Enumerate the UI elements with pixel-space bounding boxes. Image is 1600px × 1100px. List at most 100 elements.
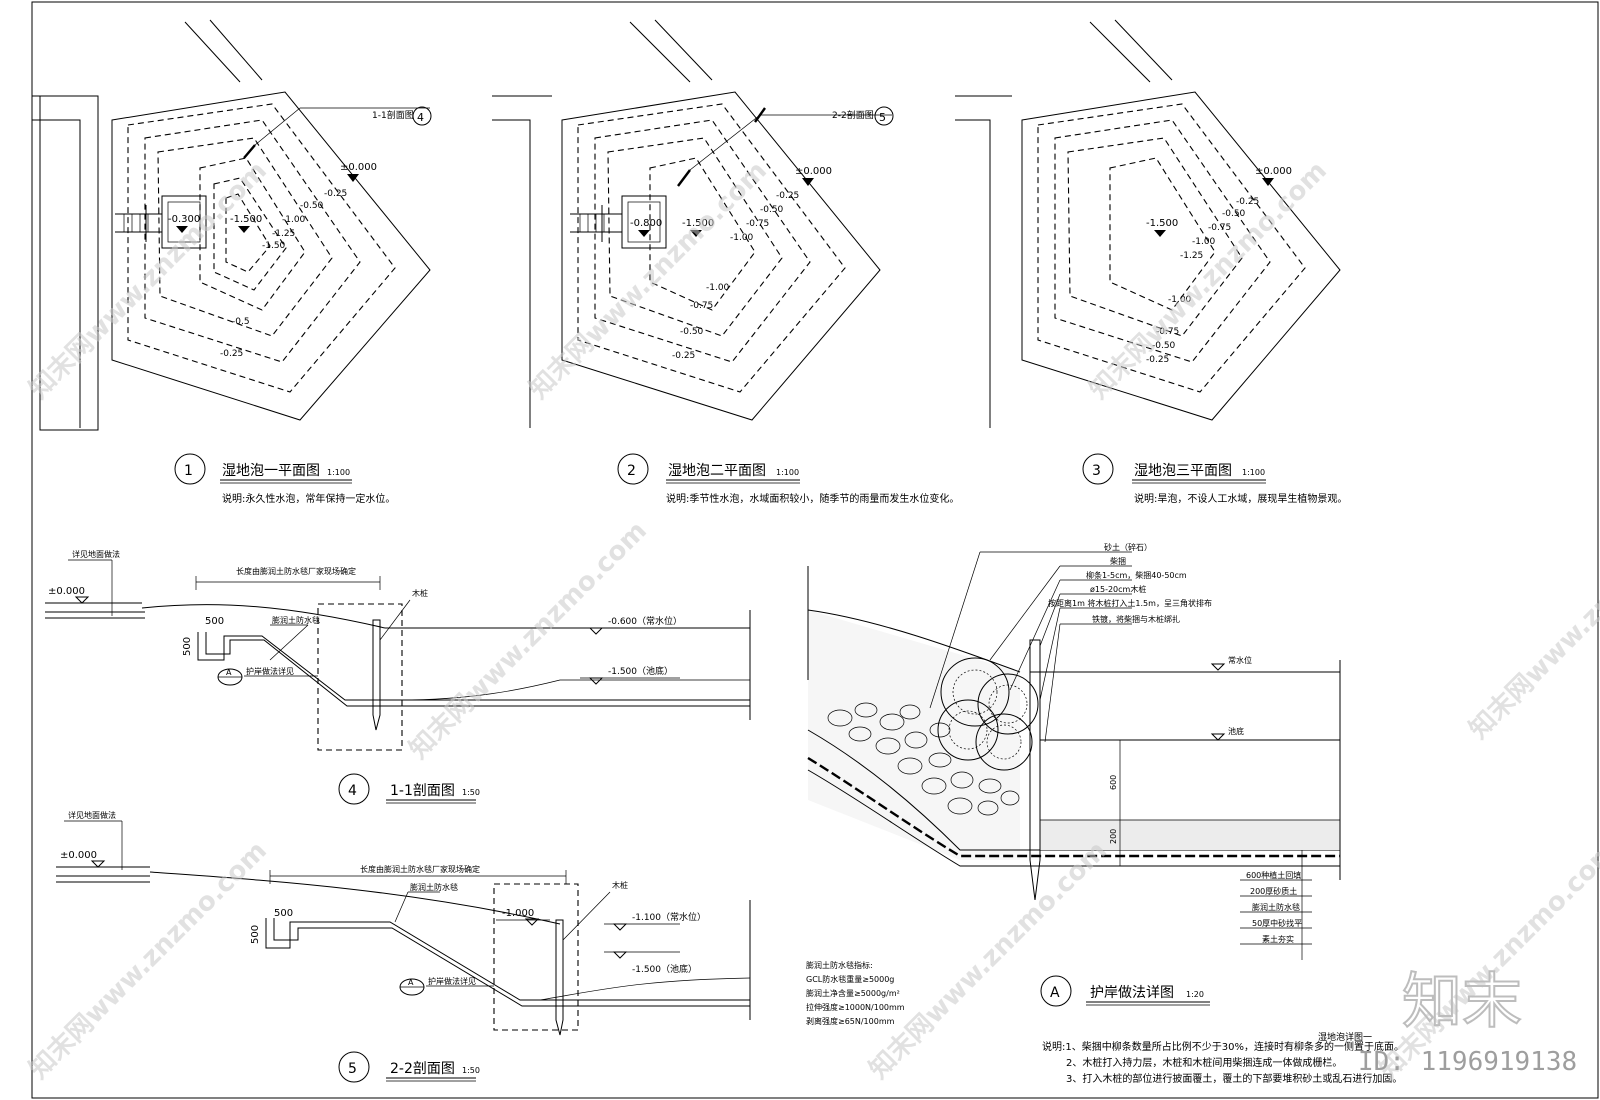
plan1-section-tag: 1-1剖面图 — [372, 109, 414, 121]
detail-spec-title: 膨润土防水毯指标: — [806, 960, 873, 970]
s2-water-level: -1.100（常水位） — [632, 911, 706, 923]
s2-dim-width: 500 — [274, 908, 293, 919]
s2-mid-level: -1.000 — [502, 908, 534, 919]
s2-bottom-level: -1.500（池底） — [632, 963, 697, 975]
detail-layer-1: 600种植土回填 — [1246, 870, 1301, 880]
plan3-center-level: -1.500 — [1146, 218, 1178, 229]
plan1-top-level: ±0.000 — [340, 162, 377, 173]
brand-id: ID: 1196919138 — [1358, 1047, 1577, 1077]
plan2-top-level: ±0.000 — [795, 166, 832, 177]
watermark-2: 知末网www.znzmo.com — [524, 156, 773, 405]
watermark-3: 知末网www.znzmo.com — [1084, 156, 1333, 405]
brand-logo: 知末 — [1402, 967, 1522, 1037]
detail-dim-200: 200 — [1109, 829, 1118, 844]
plan3-top-level: ±0.000 — [1255, 166, 1292, 177]
plan2-contour-4: -1.00 — [730, 233, 754, 243]
level-marker-icon — [1154, 230, 1166, 237]
s2-stake: 木桩 — [612, 880, 628, 890]
plan2-contour-8: -0.25 — [672, 351, 695, 361]
level-marker-icon — [176, 226, 188, 233]
plan2-contour-6: -0.75 — [690, 301, 713, 311]
plan3-contour-1: -0.25 — [1236, 197, 1259, 207]
plan1-scale: 1:100 — [327, 468, 350, 477]
plan1-contour-3: -1.00 — [282, 215, 306, 225]
detail-spec-4: 剥离强度≥65N/100mm — [806, 1016, 895, 1026]
s2-title: 2-2剖面图 — [390, 1061, 455, 1077]
level-marker-icon — [347, 174, 359, 182]
detail-spec-1: GCL防水毯重量≥5000g — [806, 974, 894, 984]
detail-label-2: 柴捆 — [1110, 556, 1126, 566]
riprap-stones — [827, 702, 1020, 816]
plan2-title: 湿地泡二平面图 — [668, 463, 766, 479]
plan1-section-number: 4 — [417, 111, 424, 124]
plan2-contour-5: -1.00 — [706, 283, 730, 293]
plan1-note: 说明:永久性水泡，常年保持一定水位。 — [222, 492, 395, 505]
level-marker-icon — [1262, 178, 1274, 186]
detail-scale: 1:20 — [1186, 990, 1204, 999]
level-marker-icon — [638, 230, 650, 237]
s1-dim-width: 500 — [205, 616, 224, 627]
s1-detail-note: 护岸做法详见 — [246, 666, 294, 676]
plan3-contour-3: -0.75 — [1208, 223, 1231, 233]
detail-bottom-label: 池底 — [1228, 726, 1244, 736]
s2-detail-ref: A — [408, 978, 414, 987]
plan-2: 2-2剖面图 5 ±0.000 -0.800 -1.500 -0.25 -0.5… — [492, 19, 959, 505]
plan1-outlet-level: -0.300 — [168, 214, 200, 225]
s1-liner: 膨润土防水毯 — [272, 615, 320, 625]
plan2-note: 说明:季节性水泡，水域面积较小，随季节的雨量而发生水位变化。 — [666, 492, 959, 505]
detail-note-1: 说明:1、柴捆中柳条数量所占比例不少于30%，连接时有柳条多的一侧置于底面。 — [1042, 1040, 1404, 1053]
s2-length-note: 长度由膨润土防水毯厂家现场确定 — [360, 864, 480, 874]
section-2-2: 详见地面做法 ±0.000 长度由膨润土防水毯厂家现场确定 500 500 膨润… — [56, 810, 751, 1083]
fascine-bundles — [937, 657, 1039, 771]
s2-number: 5 — [348, 1061, 357, 1077]
plan3-note: 说明:旱泡，不设人工水域，展现旱生植物景观。 — [1134, 492, 1347, 505]
detail-title: 护岸做法详图 — [1090, 985, 1174, 1001]
plan3-contour-5: -1.25 — [1180, 251, 1203, 261]
watermark-8: 知末网www.znzmo.com — [1464, 496, 1600, 745]
s2-dim-height: 500 — [250, 925, 261, 944]
s2-ground-level: ±0.000 — [60, 850, 97, 861]
detail-label-3: 柳条1-5cm，柴捆40-50cm — [1086, 570, 1187, 580]
plan2-center-level: -1.500 — [682, 218, 714, 229]
detail-note-2: 2、木桩打入持力层，木桩和木桩间用柴捆连成一体做成栅栏。 — [1066, 1056, 1342, 1069]
plan1-contour-6: -0.5 — [232, 317, 250, 327]
plan2-contour-1: -0.25 — [776, 191, 799, 201]
level-marker-icon — [238, 226, 250, 233]
detail-layer-5: 素土夯实 — [1262, 934, 1294, 944]
section-1-1: 详见地面做法 ±0.000 长度由膨润土防水毯厂家现场确定 500 500 膨润… — [45, 549, 751, 805]
detail-layer-2: 200厚砂质土 — [1250, 886, 1297, 896]
plan3-title: 湿地泡三平面图 — [1134, 463, 1232, 479]
detail-label-1: 砂土（碎石） — [1104, 542, 1152, 552]
plan2-number: 2 — [627, 463, 636, 479]
plan-3: ±0.000 -1.500 -0.25 -0.50 -0.75 -1.00 -1… — [955, 19, 1347, 505]
s2-scale: 1:50 — [462, 1066, 480, 1075]
plan1-title: 湿地泡一平面图 — [222, 463, 320, 479]
s1-stake: 木桩 — [412, 588, 428, 598]
plan1-number: 1 — [184, 463, 193, 479]
plan2-section-number: 5 — [879, 111, 886, 124]
s2-detail-note: 护岸做法详见 — [428, 976, 476, 986]
level-marker-icon — [802, 178, 814, 186]
detail-note-3: 3、打入木桩的部位进行披面覆土，覆土的下部要堆积砂土或乱石进行加固。 — [1066, 1072, 1402, 1085]
detail-label-6: 铁镀，将柴捆与木桩绑扎 — [1092, 614, 1180, 624]
detail-a: 砂土（碎石） 柴捆 柳条1-5cm，柴捆40-50cm ø15-20cm木桩 按… — [806, 542, 1404, 1085]
plan-1: 1-1剖面图 4 ±0.000 -0.300 -1.500 -0.25 -0.5… — [32, 19, 432, 505]
plan1-contour-7: -0.25 — [220, 349, 243, 359]
plan3-contour-9: -0.25 — [1146, 355, 1169, 365]
s1-bottom-level: -1.500（池底） — [608, 665, 673, 677]
plan1-contour-1: -0.25 — [324, 189, 347, 199]
plan2-contour-2: -0.50 — [760, 205, 784, 215]
detail-layer-3: 膨润土防水毯 — [1252, 902, 1300, 912]
s2-liner: 膨润土防水毯 — [410, 882, 458, 892]
plan1-contour-5: -1.50 — [262, 241, 286, 251]
s1-dim-height: 500 — [182, 637, 193, 656]
plan3-number: 3 — [1092, 463, 1101, 479]
watermark-4: 知末网www.znzmo.com — [404, 516, 653, 765]
detail-label-4: ø15-20cm木桩 — [1090, 584, 1146, 594]
plan3-contour-6: -1.00 — [1168, 295, 1192, 305]
s2-ground-note: 详见地面做法 — [68, 810, 116, 820]
plan1-contour-2: -0.50 — [300, 201, 324, 211]
s1-length-note: 长度由膨润土防水毯厂家现场确定 — [236, 566, 356, 576]
plan2-section-tag: 2-2剖面图 — [832, 109, 874, 121]
